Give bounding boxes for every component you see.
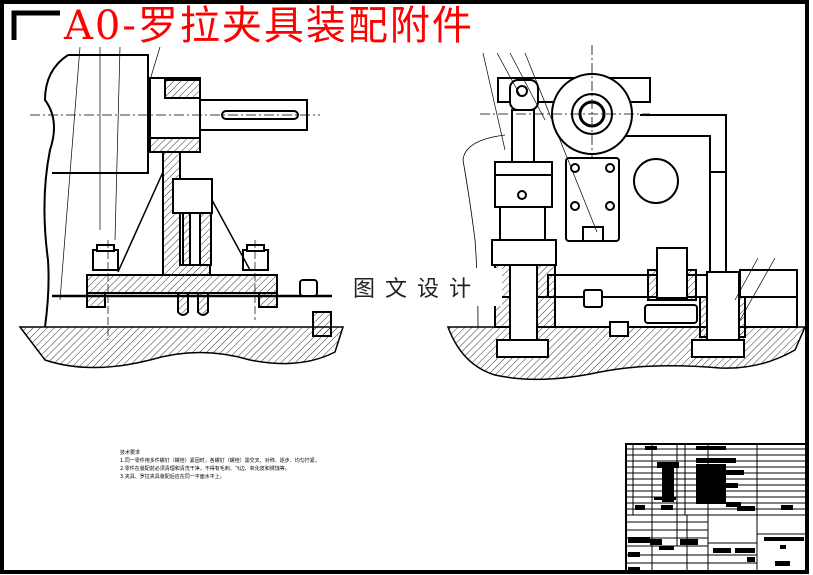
- nut-left: [92, 249, 119, 271]
- note-item: 3.夹具、罗拉夹具装配后应在同一平面水平上。: [120, 474, 225, 480]
- ground-section: [18, 326, 345, 369]
- cylinder-block: [172, 178, 213, 214]
- notes-heading: 技术要求: [120, 450, 141, 456]
- left-view: [18, 46, 345, 369]
- bolt-middle: [656, 247, 688, 299]
- cylinder: [494, 161, 553, 208]
- base-plate: [86, 274, 278, 294]
- watermark: 图文设计: [332, 268, 502, 306]
- technical-requirements: 技术要求 1.同一零件用多件螺钉（螺栓）紧固时，各螺钉（螺栓）需交叉、对称、逐步…: [120, 449, 320, 481]
- drawing-title: A0-罗拉夹具装配附件: [64, 3, 474, 49]
- nut-right: [242, 249, 269, 271]
- note-item: 2.零件在装配前必须清理和清洗干净，不得有毛刺、飞边、氧化皮和锈蚀等。: [120, 466, 290, 472]
- note-item: 1.同一零件用多件螺钉（螺栓）紧固时，各螺钉（螺栓）需交叉、对称、逐步、均匀拧紧…: [120, 458, 320, 464]
- title-block: [625, 443, 808, 573]
- right-view: [446, 45, 807, 381]
- plate-hole: [633, 158, 679, 204]
